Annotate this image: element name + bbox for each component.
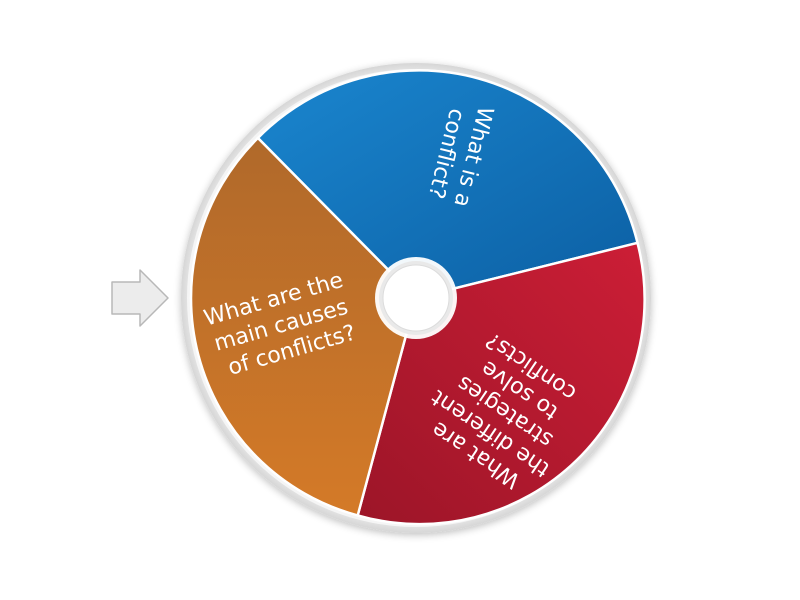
spin-hub-icon[interactable] <box>375 257 457 339</box>
arrow-right-icon <box>111 269 169 327</box>
segment-blue[interactable] <box>256 69 640 300</box>
segment-orange[interactable] <box>189 136 418 517</box>
